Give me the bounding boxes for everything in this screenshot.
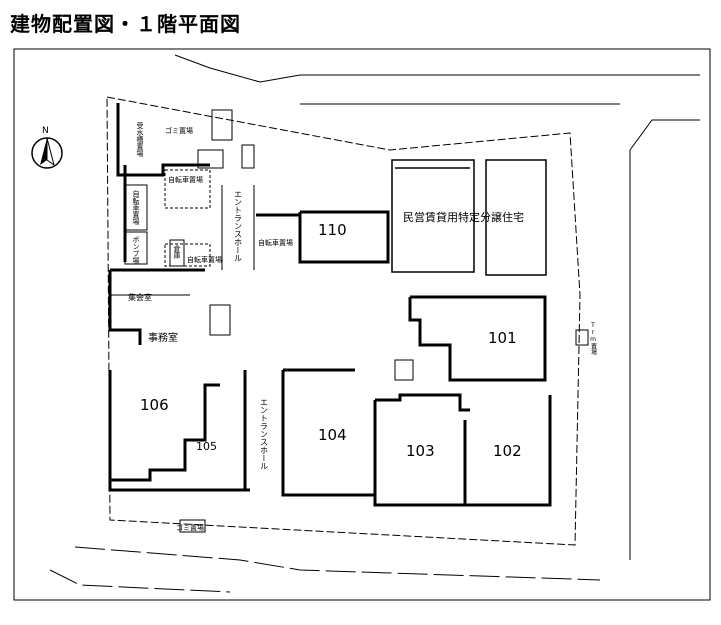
- meeting-room-label: 集会室: [128, 292, 152, 302]
- walls: [108, 103, 552, 507]
- room-106: 106: [140, 396, 169, 414]
- room-103: 103: [406, 442, 435, 460]
- office-label: 事務室: [148, 331, 178, 344]
- water-tank-label: 受水槽置場: [136, 121, 144, 158]
- private-housing-label: 民営賃貸用特定分譲住宅: [403, 210, 524, 224]
- garbage-label-top: ゴミ置場: [165, 126, 193, 135]
- bicycle-label-2: 自転車置場: [187, 255, 222, 264]
- bicycle-label-3: 自転車置場: [258, 238, 293, 247]
- room-104: 104: [318, 426, 347, 444]
- road-lines: [49, 54, 700, 593]
- site-boundary: [106, 96, 581, 546]
- private-housing-block: [391, 159, 547, 276]
- entrance-hall-label-bottom: エントランスホール: [260, 398, 269, 470]
- storage-label: 倉庫: [173, 244, 181, 260]
- page-title: 建物配置図・１階平面図: [10, 12, 241, 36]
- north-arrow-icon: N: [31, 126, 63, 169]
- trm-label: Trm置場: [589, 322, 596, 356]
- room-110: 110: [318, 221, 347, 239]
- entrance-hall-label-top: エントランスホール: [234, 190, 243, 262]
- pump-label: ポンプ場: [132, 236, 140, 265]
- bicycle-label-4: 自転車置場: [132, 189, 140, 226]
- room-102: 102: [493, 442, 522, 460]
- bicycle-label-1: 自転車置場: [168, 175, 203, 184]
- interior-lines: [110, 109, 589, 533]
- room-105: 105: [196, 440, 217, 453]
- north-label: N: [42, 126, 49, 136]
- room-101: 101: [488, 329, 517, 347]
- plan-frame: [13, 48, 711, 601]
- garbage-label-bottom: ゴミ置場: [176, 523, 204, 532]
